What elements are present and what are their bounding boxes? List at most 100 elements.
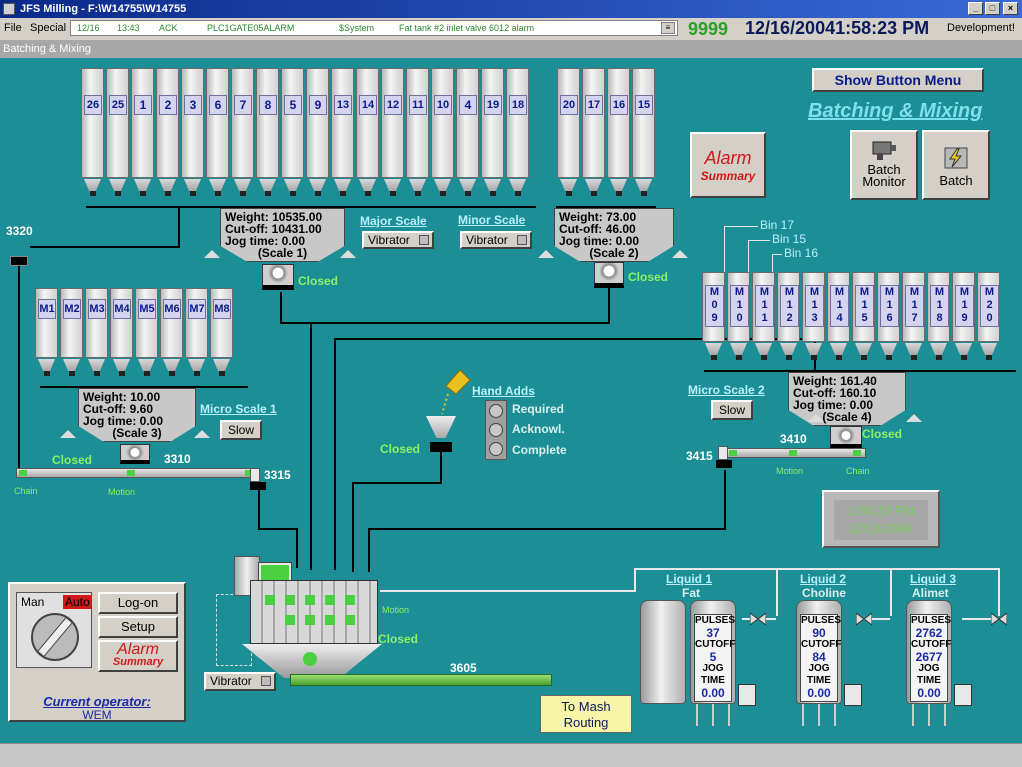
liquid-1-link[interactable]: Liquid 1 bbox=[666, 572, 712, 586]
minor-bin-2[interactable]: 17 bbox=[582, 68, 605, 196]
major-bin-13[interactable]: 12 bbox=[381, 68, 404, 196]
major-bin-6[interactable]: 6 bbox=[206, 68, 229, 196]
major-bin-1[interactable]: 26 bbox=[81, 68, 104, 196]
conveyor-3410[interactable] bbox=[726, 448, 866, 458]
hand-add-gate-icon[interactable] bbox=[430, 442, 452, 452]
liquid-1-storage-tank[interactable] bbox=[640, 600, 686, 704]
scale3-gate-icon[interactable] bbox=[120, 444, 150, 464]
menu-file[interactable]: File bbox=[4, 22, 22, 34]
micro2-bin-3[interactable]: M 1 1 bbox=[752, 272, 775, 360]
scale2-gate-icon[interactable] bbox=[594, 262, 624, 288]
micro1-slow-button[interactable]: Slow bbox=[220, 420, 262, 440]
micro2-bin-2[interactable]: M 1 0 bbox=[727, 272, 750, 360]
operator-alarm-button[interactable]: Alarm Summary bbox=[98, 640, 178, 672]
micro2-bin-5[interactable]: M 1 3 bbox=[802, 272, 825, 360]
liquid-1-pump-icon[interactable] bbox=[738, 684, 756, 706]
major-bin-14[interactable]: 11 bbox=[406, 68, 429, 196]
major-vibrator-button[interactable]: Vibrator bbox=[362, 231, 434, 249]
major-bin-16[interactable]: 4 bbox=[456, 68, 479, 196]
major-bin-10[interactable]: 9 bbox=[306, 68, 329, 196]
liquid-2-pump-icon[interactable] bbox=[844, 684, 862, 706]
bin-hopper-icon bbox=[284, 179, 301, 191]
micro2-bin-9[interactable]: M 1 7 bbox=[902, 272, 925, 360]
gate-3415-icon[interactable] bbox=[716, 460, 732, 468]
wire bbox=[724, 470, 726, 530]
micro-scale1-link[interactable]: Micro Scale 1 bbox=[200, 402, 277, 416]
scale4-gate-icon[interactable] bbox=[830, 426, 862, 448]
logon-button[interactable]: Log-on bbox=[98, 592, 178, 614]
maximize-button[interactable]: □ bbox=[985, 2, 1000, 15]
major-bin-9[interactable]: 5 bbox=[281, 68, 304, 196]
micro1-bin-2[interactable]: M2 bbox=[60, 288, 83, 376]
alarm-scroll-icon[interactable]: ≡ bbox=[661, 22, 675, 34]
major-bin-15[interactable]: 10 bbox=[431, 68, 454, 196]
micro2-bin-10[interactable]: M 1 8 bbox=[927, 272, 950, 360]
micro2-bin-6[interactable]: M 1 4 bbox=[827, 272, 850, 360]
gate-3315-icon[interactable] bbox=[250, 482, 266, 490]
alarm-summary-button[interactable]: Alarm Summary bbox=[690, 132, 766, 198]
scale4-panel[interactable]: Weight: 161.40 Cut-off: 160.10 Jog time:… bbox=[788, 372, 906, 426]
liquid-3-link[interactable]: Liquid 3 bbox=[910, 572, 956, 586]
mixer-vibrator-button[interactable]: Vibrator bbox=[204, 672, 276, 691]
major-bin-8[interactable]: 8 bbox=[256, 68, 279, 196]
scale1-panel[interactable]: Weight: 10535.00 Cut-off: 10431.00 Jog t… bbox=[220, 208, 345, 262]
micro1-bin-4[interactable]: M4 bbox=[110, 288, 133, 376]
micro2-bin-12[interactable]: M 2 0 bbox=[977, 272, 1000, 360]
liquid-3-pump-icon[interactable] bbox=[954, 684, 972, 706]
micro2-slow-button[interactable]: Slow bbox=[711, 400, 753, 420]
hand-adds-link[interactable]: Hand Adds bbox=[472, 384, 535, 398]
alarm-line[interactable]: 12/16 13:43 ACK PLC1GATE05ALARM $System … bbox=[70, 20, 678, 36]
micro1-bin-5[interactable]: M5 bbox=[135, 288, 158, 376]
micro-scale2-link[interactable]: Micro Scale 2 bbox=[688, 383, 765, 397]
micro1-bin-6[interactable]: M6 bbox=[160, 288, 183, 376]
major-bin-4[interactable]: 2 bbox=[156, 68, 179, 196]
micro2-bin-1[interactable]: M 0 9 bbox=[702, 272, 725, 360]
scale1-gate-icon[interactable] bbox=[262, 264, 294, 290]
minor-scale-link[interactable]: Minor Scale bbox=[458, 213, 526, 227]
major-scale-link[interactable]: Major Scale bbox=[360, 214, 427, 228]
scale3-panel[interactable]: Weight: 10.00 Cut-off: 9.60 Jog time: 0.… bbox=[78, 388, 196, 442]
scale2-panel[interactable]: Weight: 73.00 Cut-off: 46.00 Jog time: 0… bbox=[554, 208, 674, 262]
to-mash-routing-button[interactable]: To Mash Routing bbox=[540, 695, 632, 733]
micro1-bin-8[interactable]: M8 bbox=[210, 288, 233, 376]
complete-label: Complete bbox=[512, 443, 567, 457]
conveyor-3310[interactable] bbox=[16, 468, 256, 478]
major-bin-5[interactable]: 3 bbox=[181, 68, 204, 196]
liquid-3-valve-icon[interactable] bbox=[991, 611, 1007, 627]
micro2-bin-11[interactable]: M 1 9 bbox=[952, 272, 975, 360]
liquid-1-valve-icon[interactable] bbox=[750, 611, 766, 627]
major-bin-12[interactable]: 14 bbox=[356, 68, 379, 196]
major-bin-3[interactable]: 1 bbox=[131, 68, 154, 196]
minimize-button[interactable]: _ bbox=[968, 2, 983, 15]
major-bin-17[interactable]: 19 bbox=[481, 68, 504, 196]
minor-bin-4[interactable]: 15 bbox=[632, 68, 655, 196]
close-button[interactable]: × bbox=[1003, 2, 1018, 15]
setup-button[interactable]: Setup bbox=[98, 616, 178, 638]
minor-bin-1[interactable]: 20 bbox=[557, 68, 580, 196]
minor-bin-3[interactable]: 16 bbox=[607, 68, 630, 196]
major-bin-7[interactable]: 7 bbox=[231, 68, 254, 196]
major-bin-2[interactable]: 25 bbox=[106, 68, 129, 196]
batch-monitor-button[interactable]: Batch Monitor bbox=[850, 130, 918, 200]
liquid-2-link[interactable]: Liquid 2 bbox=[800, 572, 846, 586]
micro1-bin-1[interactable]: M1 bbox=[35, 288, 58, 376]
major-bin-11[interactable]: 13 bbox=[331, 68, 354, 196]
menu-special[interactable]: Special bbox=[30, 22, 67, 34]
liquid-pipe bbox=[634, 568, 1000, 570]
bin-label: 12 bbox=[384, 95, 402, 115]
major-bin-18[interactable]: 18 bbox=[506, 68, 529, 196]
gate-3320-icon[interactable] bbox=[10, 256, 28, 266]
show-button-menu[interactable]: Show Button Menu bbox=[812, 68, 984, 92]
micro2-bin-8[interactable]: M 1 6 bbox=[877, 272, 900, 360]
clock-date: 12/16/2004 bbox=[848, 521, 914, 536]
micro1-bin-3[interactable]: M3 bbox=[85, 288, 108, 376]
minor-vibrator-button[interactable]: Vibrator bbox=[460, 231, 532, 249]
mixer-body[interactable] bbox=[250, 580, 378, 644]
mode-switch[interactable]: Man Auto bbox=[16, 592, 92, 668]
micro2-bin-7[interactable]: M 1 5 bbox=[852, 272, 875, 360]
liquid-2-valve-icon[interactable] bbox=[856, 611, 872, 627]
micro1-bin-7[interactable]: M7 bbox=[185, 288, 208, 376]
conveyor-3605[interactable] bbox=[290, 674, 552, 686]
micro2-bin-4[interactable]: M 1 2 bbox=[777, 272, 800, 360]
batch-button[interactable]: Batch bbox=[922, 130, 990, 200]
